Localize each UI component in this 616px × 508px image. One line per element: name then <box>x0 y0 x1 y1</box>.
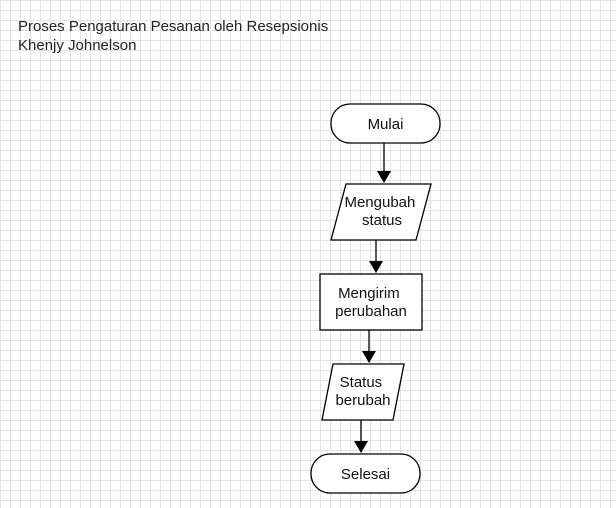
diagram-title: Proses Pengaturan Pesanan oleh Resepsion… <box>18 18 329 35</box>
node-status-berubah-label: Status berubah <box>335 374 390 409</box>
node-mulai-line-1: Mulai <box>368 116 404 133</box>
node-selesai-line-1: Selesai <box>341 466 390 483</box>
node-status-berubah-line-2: berubah <box>335 392 390 409</box>
node-status-berubah-line-1: Status <box>340 374 383 391</box>
node-mengubah-status-line-2: status <box>362 212 402 229</box>
node-selesai-label: Selesai <box>341 466 390 483</box>
diagram-author: Khenjy Johnelson <box>18 37 137 54</box>
node-mulai-label: Mulai <box>368 116 404 133</box>
node-mengubah-status-data: Mengubah status <box>330 183 432 241</box>
node-mengirim-perubahan-line-2: perubahan <box>335 303 407 320</box>
node-mengubah-status-label: Mengubah status <box>344 194 419 229</box>
node-selesai-terminator: Selesai <box>310 453 421 494</box>
node-mengirim-perubahan-label: Mengirim perubahan <box>335 285 407 320</box>
node-status-berubah-data: Status berubah <box>321 363 405 421</box>
node-mulai-terminator: Mulai <box>330 103 441 144</box>
node-mengubah-status-line-1: Mengubah <box>344 194 415 211</box>
node-mengirim-perubahan-process: Mengirim perubahan <box>319 273 423 331</box>
diagram-title-block: Proses Pengaturan Pesanan oleh Resepsion… <box>18 17 328 55</box>
node-mengirim-perubahan-line-1: Mengirim <box>338 285 400 302</box>
